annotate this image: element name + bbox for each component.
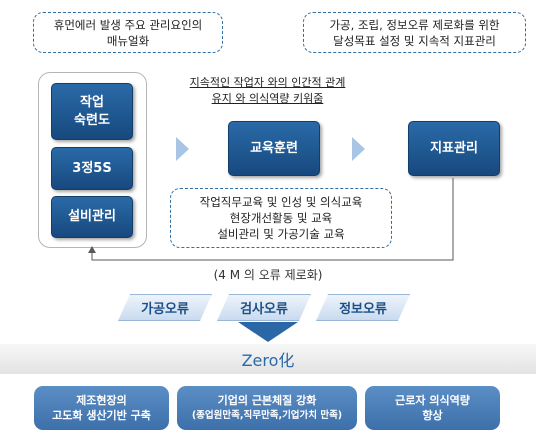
note-top-left-line2: 매뉴얼화 <box>106 33 150 48</box>
result-line: 기업의 근본체질 강화 <box>217 394 317 407</box>
error-tag-inspection: 검사오류 <box>217 294 311 321</box>
result-line: 근로자 의식역량 <box>395 394 470 407</box>
result-line: (종업원만족,직무만족,기업가치 만족) <box>191 410 343 421</box>
education-box: 교육훈련 <box>228 121 320 176</box>
result-box-corporate: 기업의 근본체질 강화 (종업원만족,직무만족,기업가치 만족) <box>177 386 357 430</box>
feedback-label: (4 M 의 오류 제로화) <box>178 266 358 283</box>
factor-box-3s5s: 3정5S <box>51 147 133 190</box>
flow-chevron-1 <box>176 137 189 161</box>
result-box-worker: 근로자 의식역량 향상 <box>365 386 500 430</box>
feedback-line <box>91 178 454 261</box>
result-box-manufacturing: 제조현장의 고도화 생산기반 구축 <box>34 386 169 430</box>
result-line: 향상 <box>422 409 443 422</box>
education-item: 작업직무교육 및 인성 및 의식교육 <box>199 195 363 209</box>
note-top-right: 가공, 조립, 정보오류 제로화를 위한 달성목표 설정 및 지속적 지표관리 <box>303 12 526 53</box>
result-line: 제조현장의 <box>76 394 127 407</box>
note-top-right-line1: 가공, 조립, 정보오류 제로화를 위한 <box>329 17 500 32</box>
factor-box-skill: 작업 숙련도 <box>51 83 133 140</box>
note-top-right-line2: 달성목표 설정 및 지속적 지표관리 <box>333 33 496 48</box>
education-item: 현장개선활동 및 교육 <box>229 211 333 225</box>
indicator-box: 지표관리 <box>408 121 500 176</box>
relationship-caption: 지속적인 작업자 와의 인간적 관계 유지 와 의식역량 키워줌 <box>160 75 375 107</box>
zero-banner: Zero化 <box>0 344 536 374</box>
feedback-arrowhead <box>88 246 96 253</box>
factor-box-equipment: 설비관리 <box>51 196 133 238</box>
flow-chevron-2 <box>352 137 365 161</box>
error-tag-processing: 가공오류 <box>118 294 212 321</box>
education-list-box: 작업직무교육 및 인성 및 의식교육 현장개선활동 및 교육 설비관리 및 가공… <box>170 188 392 248</box>
result-line: 고도화 생산기반 구축 <box>52 409 151 422</box>
note-top-left: 휴먼에러 발생 주요 관리요인의 매뉴얼화 <box>33 12 223 53</box>
education-item: 설비관리 및 가공기술 교육 <box>217 227 345 241</box>
down-arrow-icon <box>238 322 298 342</box>
relationship-caption-line1: 지속적인 작업자 와의 인간적 관계 <box>189 76 346 89</box>
note-top-left-line1: 휴먼에러 발생 주요 관리요인의 <box>53 17 203 32</box>
error-tag-information: 정보오류 <box>316 294 410 321</box>
relationship-caption-line2: 유지 와 의식역량 키워줌 <box>211 92 324 105</box>
